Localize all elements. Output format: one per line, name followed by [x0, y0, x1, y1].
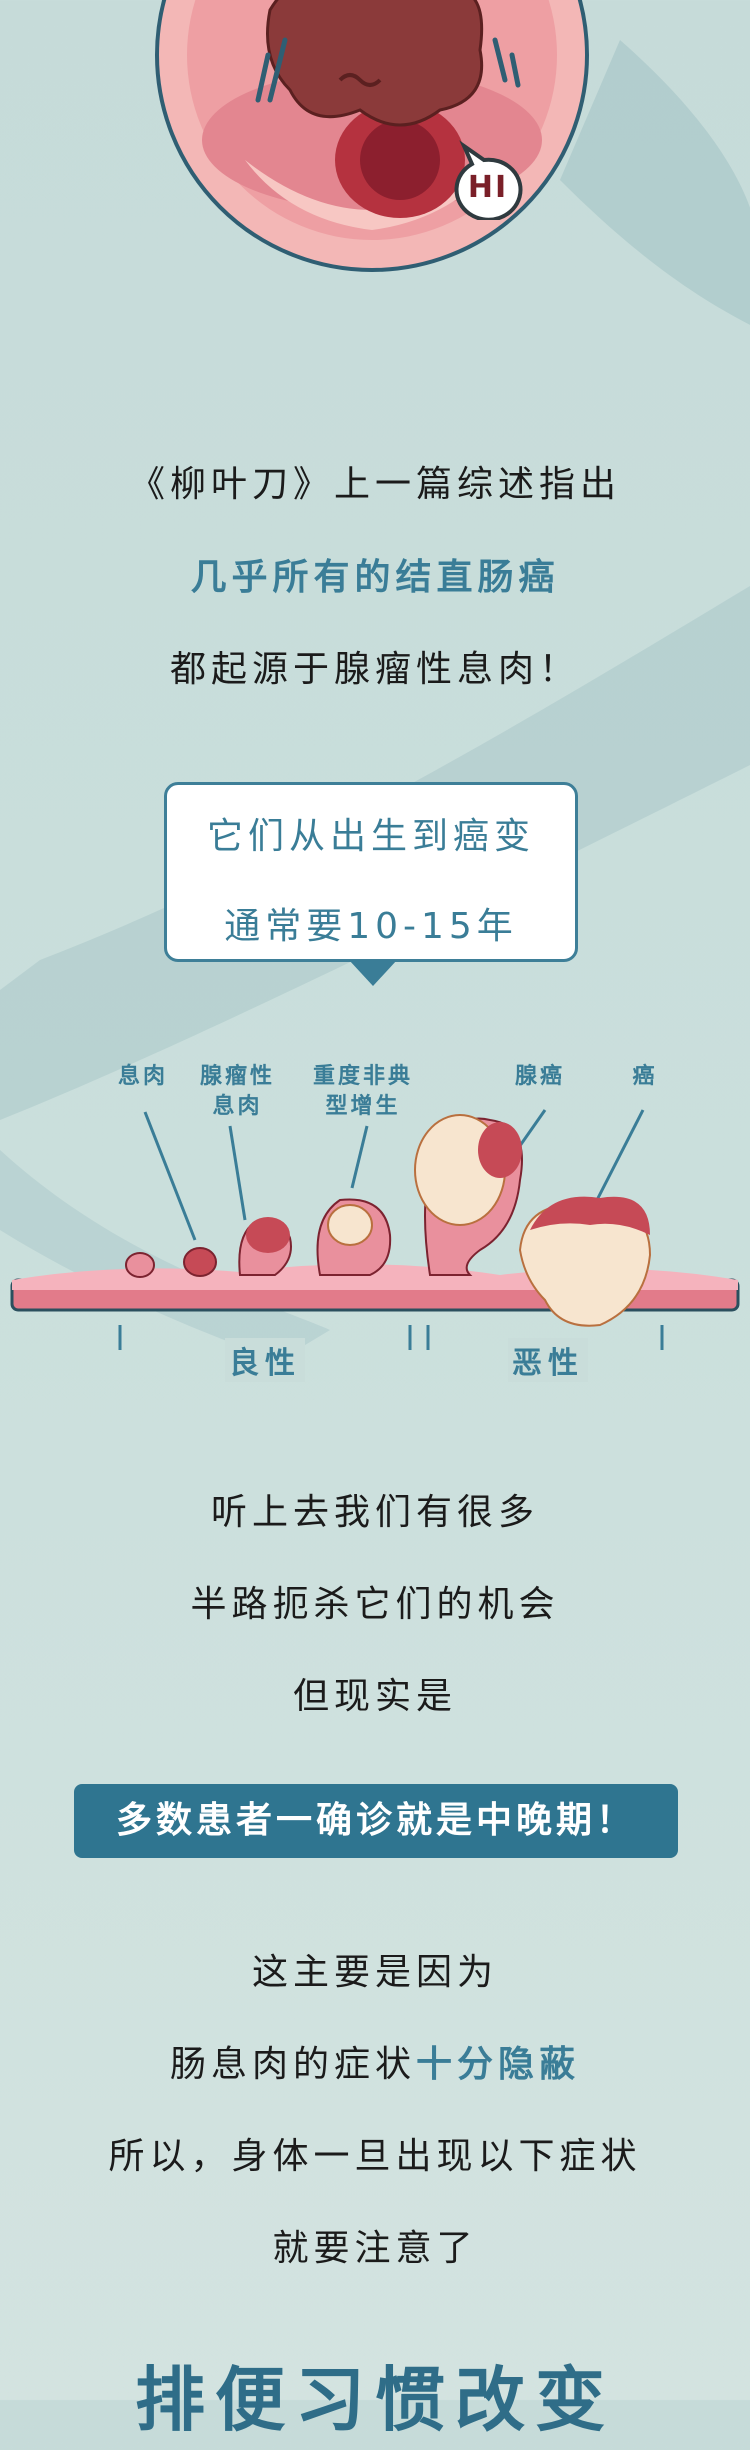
- stage-label-adenocarcinoma: 腺癌: [514, 1064, 565, 1089]
- middle-line-3: 但现实是: [292, 1676, 457, 1717]
- symptoms-line-4: 就要注意了: [272, 2228, 478, 2269]
- intro-line-1: 《柳叶刀》上一篇综述指出: [128, 464, 621, 505]
- callout-pointer: [349, 960, 397, 986]
- callout-line-1: 它们从出生到癌变: [206, 816, 535, 857]
- benign-label: 良性: [225, 1338, 305, 1382]
- middle-line-2: 半路扼杀它们的机会: [190, 1584, 560, 1625]
- symptoms-line-2-accent: 十分隐蔽: [416, 2044, 581, 2085]
- symptoms-line-1: 这主要是因为: [251, 1952, 498, 1993]
- bowel-habit-heading: 排便习惯改变: [135, 2359, 615, 2441]
- intro-line-3: 都起源于腺瘤性息肉！: [169, 649, 580, 690]
- stage-label-adenomatous-polyp: 腺瘤性 息肉: [199, 1064, 275, 1119]
- timeline-callout-box: 它们从出生到癌变 通常要10-15年: [164, 782, 578, 962]
- malignant-label: 恶性: [508, 1338, 588, 1382]
- polyp-progression-diagram: [10, 1109, 740, 1350]
- late-stage-banner: 多数患者一确诊就是中晚期！: [74, 1784, 678, 1858]
- intro-line-2: 几乎所有的结直肠癌: [190, 557, 560, 598]
- hi-speech-bubble: HI: [440, 140, 528, 220]
- symptoms-line-3: 所以，身体一旦出现以下症状: [108, 2136, 642, 2177]
- middle-line-1: 听上去我们有很多: [210, 1492, 539, 1533]
- hi-text: HI: [467, 170, 509, 205]
- callout-line-2: 通常要10-15年: [224, 906, 518, 947]
- colon-hero-illustration: [155, 0, 589, 272]
- stage-label-severe-dysplasia: 重度非典 型增生: [312, 1064, 413, 1119]
- symptoms-line-2-prefix: 肠息肉的症状: [169, 2044, 416, 2085]
- stage-label-polyp: 息肉: [117, 1064, 168, 1089]
- symptoms-line-2: 肠息肉的症状十分隐蔽: [0, 2035, 750, 2087]
- stage-label-cancer: 癌: [632, 1064, 658, 1089]
